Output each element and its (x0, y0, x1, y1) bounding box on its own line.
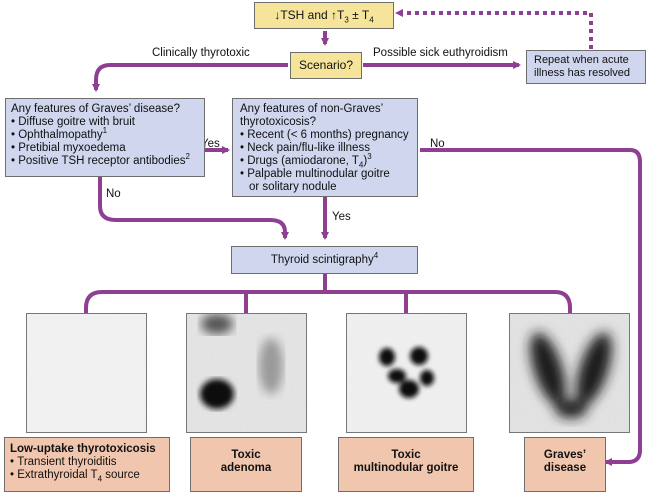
scintigraphy-box: Thyroid scintigraphy4 (231, 246, 418, 274)
graves-box-title: Any features of Graves’ disease? (11, 103, 180, 115)
toxic-multinodular-scan (346, 313, 467, 433)
graves-features-box: Any features of Graves’ disease? Diffuse… (5, 98, 205, 177)
repeat-box: Repeat when acute illness has resolved (526, 50, 646, 84)
nongraves-features-box: Any features of non-Graves’ thyrotoxicos… (232, 98, 418, 197)
label-no-graves: No (106, 188, 121, 200)
low-uptake-outcome-box: Low-uptake thyrotoxicosis Transient thyr… (4, 437, 170, 492)
arrow-repeat-to-start (395, 9, 593, 49)
arrow-scenario-to-graves (92, 63, 288, 92)
arrow-nongraves-no (420, 148, 642, 466)
toxic-adenoma-outcome-box: Toxic adenoma (190, 437, 302, 492)
label-no-nongraves: No (430, 138, 445, 150)
low-uptake-scan (26, 313, 147, 433)
toxic-mng-outcome-box: Toxic multinodular goitre (338, 437, 474, 492)
label-possible-sick-euthyroidism: Possible sick euthyroidism (373, 47, 508, 59)
label-clinically-thyrotoxic: Clinically thyrotoxic (152, 47, 250, 59)
start-box: ↓TSH and ↑T3 ± T4 (254, 2, 394, 29)
scenario-box: Scenario? (290, 52, 362, 79)
graves-outcome-box: Graves’ disease (524, 437, 606, 492)
label-yes-nongraves: Yes (332, 211, 351, 223)
toxic-adenoma-scan (186, 313, 307, 433)
arrow-graves-no (98, 176, 289, 240)
label-yes-graves: Yes (201, 138, 220, 150)
graves-scan (509, 313, 630, 433)
